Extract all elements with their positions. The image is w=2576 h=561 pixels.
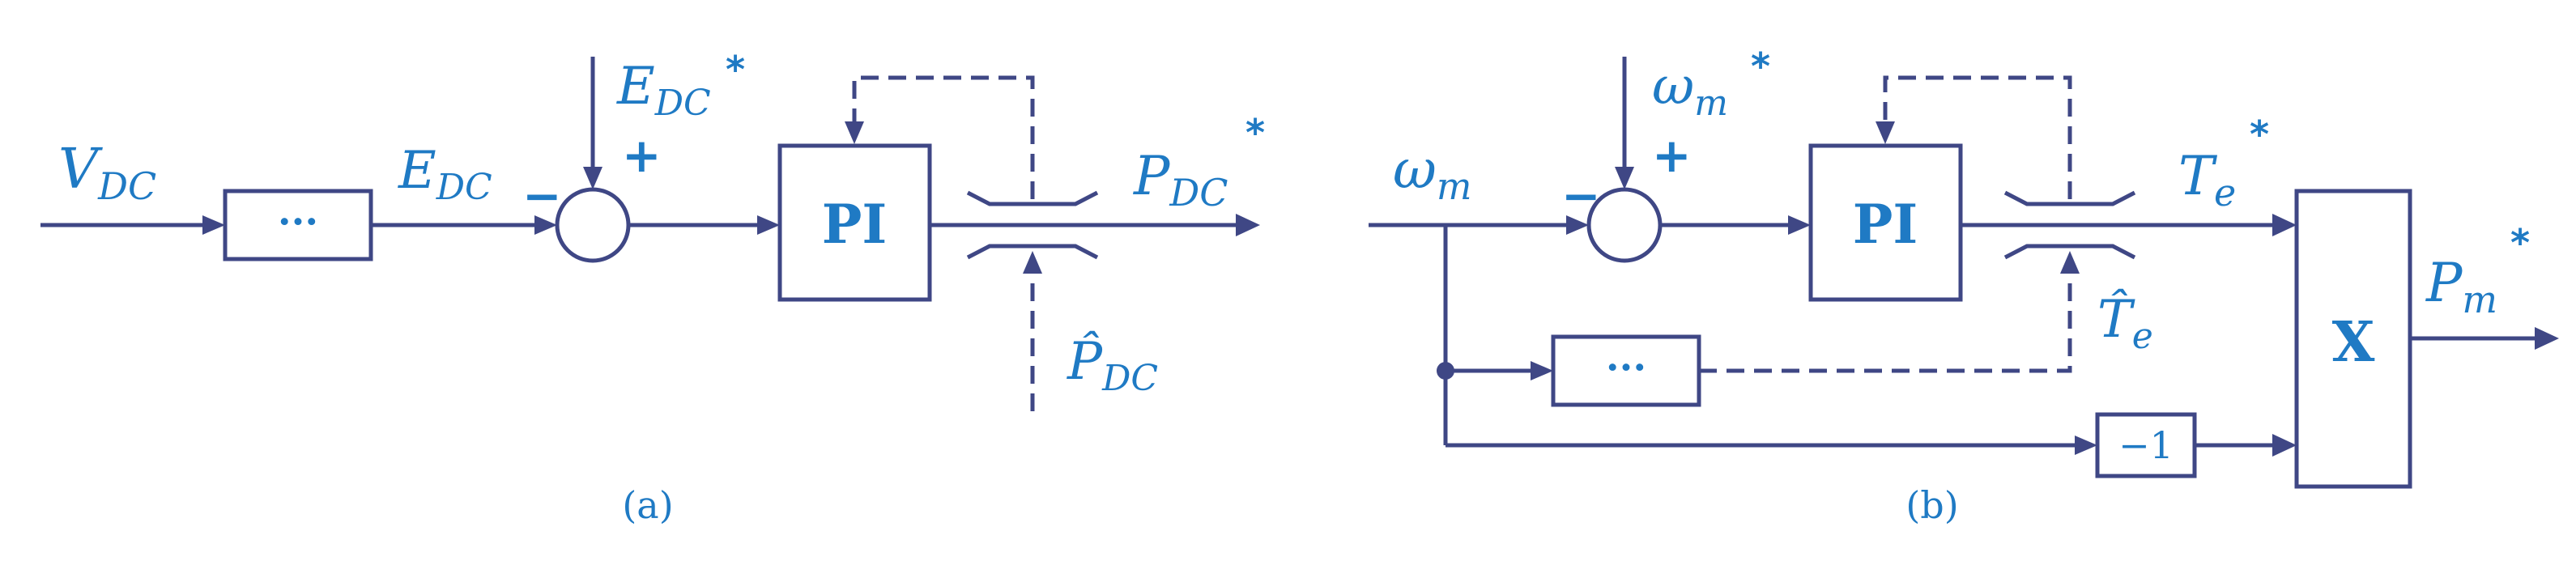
caption-a: (a) (622, 483, 673, 527)
arrowhead-to-gain (2075, 436, 2097, 455)
summing-junction-b (1586, 187, 1663, 263)
label-pdc-est: P̂DC (1067, 331, 1158, 399)
limiter-lower-b (2003, 244, 2136, 260)
label-omega-m: ωm (1393, 138, 1471, 208)
panel-a: VDC ··· EDC − EDC * + PI (40, 48, 1265, 527)
label-pm-ref-star: * (2510, 221, 2530, 265)
arrowhead-omega-ref (1615, 167, 1634, 189)
plus-sign-b: + (1652, 128, 1692, 183)
arrowhead-omega-m (1566, 215, 1589, 235)
label-te-ref: Te (2178, 145, 2236, 215)
label-edc: EDC (398, 141, 492, 208)
label-omega-ref: ωm (1652, 57, 1728, 124)
dashed-antiwindup-a (852, 75, 1035, 199)
arrowhead-gain-out (2272, 434, 2297, 457)
arrowhead-te-ref (2272, 214, 2297, 236)
filter-block-a-label: ··· (278, 199, 318, 244)
summing-junction-a (555, 187, 631, 263)
caption-b: (b) (1905, 483, 1958, 527)
minus-sign-a: − (522, 168, 562, 223)
label-vdc: VDC (58, 138, 156, 208)
arrowhead-pm-out (2535, 327, 2559, 350)
label-pm-ref: Pm (2425, 252, 2497, 321)
pi-controller-a-label: PI (822, 193, 888, 256)
limiter-upper-b (2003, 190, 2136, 206)
dashed-te-est (1699, 275, 2072, 373)
limiter-lower-a (966, 244, 1099, 260)
arrowhead-antiwindup-a (845, 121, 864, 144)
arrowhead-pdc-out (1236, 214, 1260, 236)
dashed-antiwindup-b (1883, 75, 2072, 199)
estimator-block-b (1551, 334, 1701, 407)
estimator-block-b-label: ··· (1606, 345, 1646, 390)
arrowhead-to-estimator (1531, 361, 1553, 380)
label-pdc-ref: PDC (1133, 145, 1228, 215)
pi-controller-b (1808, 143, 1963, 302)
arrowhead-error-a (757, 215, 780, 235)
arrowhead-edc (534, 215, 557, 235)
multiplier-block (2294, 189, 2412, 489)
label-edc-ref-star: * (726, 48, 745, 91)
plus-sign-a: + (622, 128, 662, 183)
multiplier-block-label: X (2332, 310, 2375, 375)
limiter-upper-a (966, 190, 1099, 206)
arrowhead-te-est (2060, 251, 2080, 274)
arrowhead-edc-ref (583, 167, 602, 189)
arrowhead-error-b (1788, 215, 1811, 235)
label-te-est: T̂e (2097, 289, 2153, 357)
pi-controller-b-label: PI (1853, 193, 1918, 256)
pi-controller-a (777, 143, 932, 302)
arrowhead-vdc (202, 215, 225, 235)
label-edc-ref: EDC (616, 57, 711, 124)
label-pdc-ref-star: * (1245, 111, 1265, 155)
label-te-ref-star: * (2250, 113, 2269, 156)
arrowhead-pdc-est (1023, 251, 1042, 274)
gain-block-label: −1 (2118, 423, 2174, 467)
label-omega-ref-star: * (1751, 45, 1770, 88)
panel-b: ωm − ωm * + PI Te * (1369, 45, 2559, 527)
arrowhead-antiwindup-b (1876, 121, 1895, 144)
